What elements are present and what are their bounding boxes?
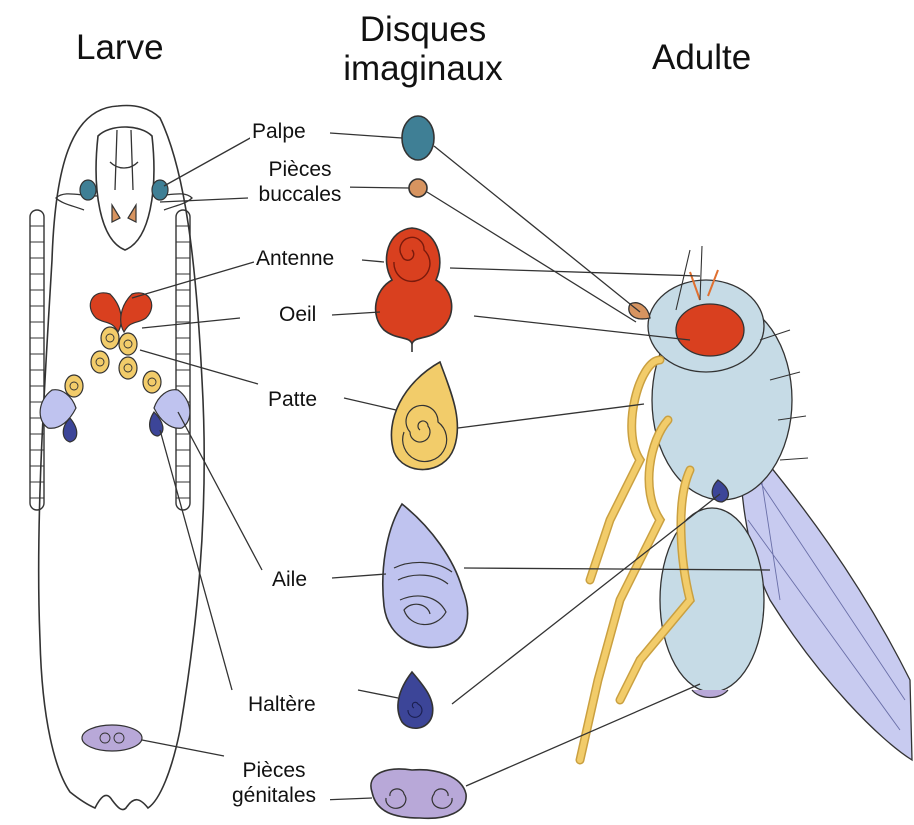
heading-imaginal-discs: Disques imaginaux: [328, 10, 518, 88]
heading-adult: Adulte: [652, 38, 751, 77]
label-genitals: Pièces génitales: [218, 758, 330, 808]
label-haltere: Haltère: [246, 692, 318, 717]
larva-palp-disc-right: [152, 180, 168, 200]
center-discs: [371, 116, 468, 818]
larva-eye-antenna-disc-left: [90, 293, 121, 332]
haltere-disc: [398, 672, 433, 728]
leg-disc: [391, 362, 457, 470]
label-wing: Aile: [270, 567, 309, 592]
leg-connector: [140, 350, 644, 428]
larva-mouthpart-discs: [112, 205, 136, 222]
heading-larva: Larve: [76, 28, 164, 67]
larva-leg-discs: [65, 327, 161, 397]
fly-abdomen: [660, 508, 764, 692]
genital-disc: [371, 769, 466, 818]
palp-disc: [402, 116, 434, 160]
label-eye: Oeil: [277, 302, 318, 327]
fly-eye: [676, 304, 744, 356]
label-mouthparts: Pièces buccales: [250, 157, 350, 207]
larva-genital-disc: [82, 725, 142, 751]
mouthparts-disc: [409, 179, 427, 197]
larva-mouth-hooks: [110, 130, 138, 190]
larva-tracheae: [30, 210, 190, 510]
label-leg: Patte: [266, 387, 319, 412]
larva-eye-antenna-disc-right: [121, 293, 152, 332]
label-palp: Palpe: [250, 119, 308, 144]
larva-discs: [40, 180, 190, 751]
larva-palp-disc-left: [80, 180, 96, 200]
eye-antenna-disc: [376, 228, 452, 344]
fly-genitals: [692, 690, 728, 698]
label-antenna: Antenne: [254, 246, 336, 271]
larva-head-capsule: [96, 127, 154, 250]
adult-fly-drawing: [580, 246, 912, 760]
